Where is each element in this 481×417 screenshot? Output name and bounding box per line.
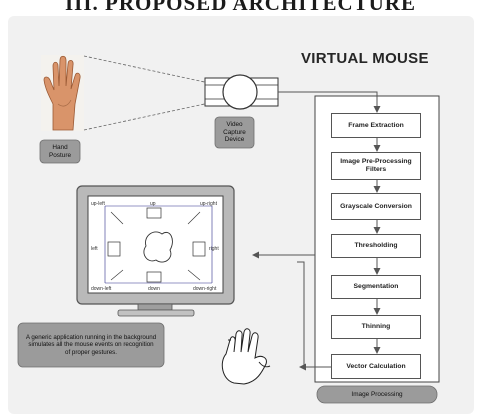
pipeline-step-segmentation: Segmentation xyxy=(331,275,421,299)
capture-device-label: Video Capture Device xyxy=(223,120,246,144)
screen-label-up-right: up-right xyxy=(200,201,217,207)
capture-device-callout-shape xyxy=(214,116,255,149)
app-description-callout-shape xyxy=(17,322,165,368)
screen-label-down: down xyxy=(148,286,160,292)
image-processing-callout-shape xyxy=(316,385,438,404)
pipeline-step-grayscale: Grayscale Conversion xyxy=(331,193,421,220)
pipeline-step-frame-extraction: Frame Extraction xyxy=(331,113,421,138)
slide-header: III. PROPOSED ARCHITECTURE xyxy=(0,0,481,16)
hand-posture-label: Hand Posture xyxy=(48,143,72,159)
app-description-label: A generic application running in the bac… xyxy=(25,333,157,356)
slide-header-title: III. PROPOSED ARCHITECTURE xyxy=(65,0,416,15)
screen-label-up-left: up-left xyxy=(91,201,105,207)
pipeline-step-thinning: Thinning xyxy=(331,315,421,339)
pipeline-step-preprocessing: Image Pre-Processing Filters xyxy=(331,152,421,180)
view-line-top xyxy=(83,55,224,87)
arrow-camera-to-processing xyxy=(278,91,381,113)
pipeline-step-thresholding: Thresholding xyxy=(331,234,421,258)
image-processing-label: Image Processing xyxy=(351,390,403,398)
screen-label-down-right: down-right xyxy=(193,286,217,292)
screen-label-left: left xyxy=(91,246,98,252)
screen-diagonal-arrows xyxy=(110,211,201,281)
camera-icon xyxy=(204,74,279,110)
hand-posture-callout-shape xyxy=(39,139,81,164)
screen-cursor-icon xyxy=(143,231,173,263)
screen-label-down-left: down-left xyxy=(91,286,112,292)
hand-photo xyxy=(41,55,84,131)
pipeline-step-vector-calculation: Vector Calculation xyxy=(331,354,421,379)
screen-arrow-boxes xyxy=(107,207,206,283)
hand-sketch-icon xyxy=(221,328,271,385)
view-line-bottom xyxy=(83,99,224,131)
diagram-title: VIRTUAL MOUSE xyxy=(301,50,429,67)
screen-label-up: up xyxy=(150,201,156,207)
screen-direction-grid xyxy=(104,205,213,284)
screen-label-right: right xyxy=(209,246,219,252)
